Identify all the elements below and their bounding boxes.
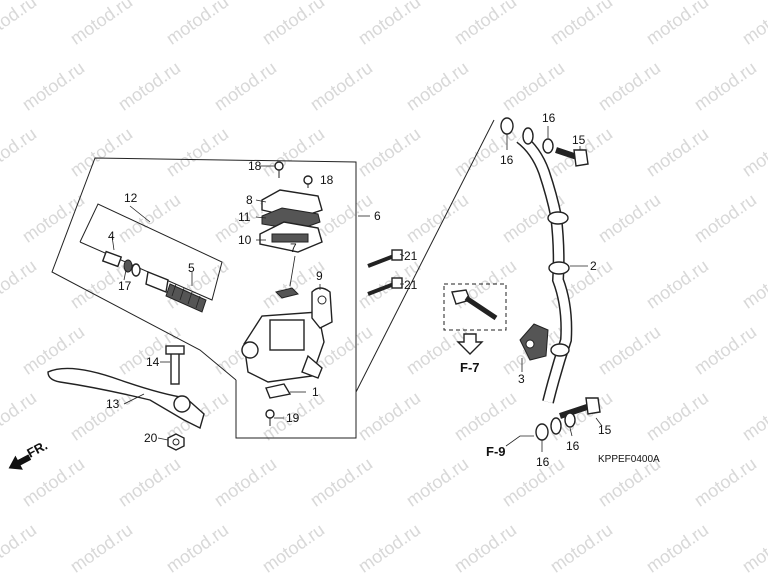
front-direction-arrow <box>8 454 32 470</box>
hose-group-outline <box>355 119 495 393</box>
brake-hose <box>516 133 573 404</box>
label-part-3: 3 <box>518 372 525 386</box>
label-part-18-right: 18 <box>320 173 334 187</box>
label-part-16-lower-left: 16 <box>536 455 550 469</box>
pivot-bolt <box>165 345 185 385</box>
label-part-9: 9 <box>316 269 323 283</box>
screw-21-upper <box>367 249 403 268</box>
holder-clamp <box>311 287 333 329</box>
reservoir-cap-parts <box>259 189 323 253</box>
label-part-16-upper-left: 16 <box>500 153 514 167</box>
label-part-1: 1 <box>312 385 319 399</box>
piston-kit <box>101 250 207 313</box>
brake-lever <box>47 367 205 430</box>
sealing-washers <box>500 117 576 441</box>
label-part-20: 20 <box>144 431 158 445</box>
label-part-8: 8 <box>246 193 253 207</box>
label-part-15-lower: 15 <box>598 423 612 437</box>
label-part-12: 12 <box>124 191 138 205</box>
label-part-4: 4 <box>108 229 115 243</box>
ref-label-f9: F-9 <box>486 444 506 459</box>
label-part-11: 11 <box>238 210 251 224</box>
label-part-2: 2 <box>590 259 597 273</box>
pivot-nut <box>167 433 185 451</box>
label-part-19: 19 <box>286 411 300 425</box>
label-part-6: 6 <box>374 209 381 223</box>
label-part-16-lower-right: 16 <box>566 439 580 453</box>
label-part-16-upper-right: 16 <box>542 111 556 125</box>
master-cylinder-body <box>241 311 325 383</box>
label-part-15-upper: 15 <box>572 133 586 147</box>
switch-parts <box>265 287 299 399</box>
banjo-bolts <box>555 147 601 419</box>
diagram-code: KPPEF0400A <box>598 454 660 465</box>
ref-label-f7: F-7 <box>460 360 480 375</box>
hose-clamp <box>519 323 549 361</box>
master-cylinder-group-outline <box>51 157 357 439</box>
label-part-21-upper: 21 <box>404 249 418 263</box>
label-part-14: 14 <box>146 355 160 369</box>
mounting-bolt <box>451 289 498 321</box>
label-part-5: 5 <box>188 261 195 275</box>
leader-lines <box>111 126 603 452</box>
label-part-21-lower: 21 <box>404 278 418 292</box>
f7-bolt-box <box>443 283 507 331</box>
label-part-10: 10 <box>238 233 252 247</box>
label-part-7: 7 <box>290 241 297 255</box>
f9-leader <box>505 435 534 447</box>
label-part-17: 17 <box>118 279 132 293</box>
label-part-13: 13 <box>106 397 120 411</box>
screw-21-lower <box>367 277 403 296</box>
f7-arrow <box>456 333 484 355</box>
label-part-18-left: 18 <box>248 159 262 173</box>
